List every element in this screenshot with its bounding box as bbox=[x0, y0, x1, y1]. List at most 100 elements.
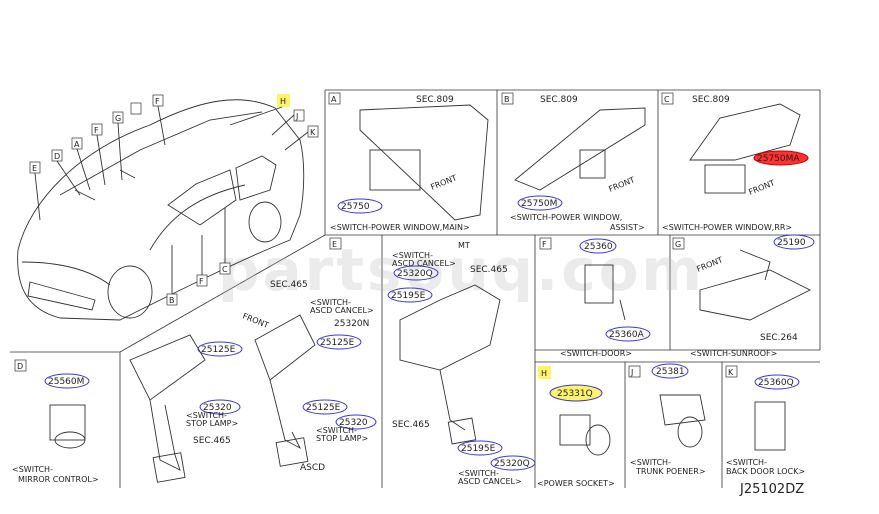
svg-text:25750MA: 25750MA bbox=[757, 154, 800, 164]
svg-text:25381: 25381 bbox=[656, 367, 685, 377]
svg-text:BACK DOOR LOCK>: BACK DOOR LOCK> bbox=[726, 467, 805, 476]
svg-text:SEC.809: SEC.809 bbox=[540, 95, 578, 105]
svg-text:<SWITCH-: <SWITCH- bbox=[458, 469, 499, 478]
svg-text:J: J bbox=[295, 112, 298, 121]
svg-text:<SWITCH-: <SWITCH- bbox=[392, 251, 433, 260]
vehicle-overview bbox=[17, 99, 305, 321]
svg-text:<SWITCH-POWER WINDOW,: <SWITCH-POWER WINDOW, bbox=[510, 213, 622, 222]
svg-text:25320Q: 25320Q bbox=[494, 459, 530, 469]
svg-text:E: E bbox=[332, 240, 337, 249]
svg-text:<SWITCH-: <SWITCH- bbox=[630, 458, 671, 467]
svg-text:25125E: 25125E bbox=[306, 403, 341, 413]
svg-text:ASSIST>: ASSIST> bbox=[610, 223, 645, 232]
svg-text:D: D bbox=[17, 362, 23, 371]
callout-j: J bbox=[271, 109, 305, 136]
callout-f2: F bbox=[152, 94, 166, 146]
section-e: E MT <SWITCH- ASCD CANCEL> 25320Q 25195E… bbox=[129, 237, 536, 486]
callout-b: B bbox=[166, 245, 178, 306]
diagram-code: J25102DZ bbox=[739, 482, 804, 497]
svg-text:<SWITCH-: <SWITCH- bbox=[726, 458, 767, 467]
svg-text:FRONT: FRONT bbox=[747, 178, 776, 197]
svg-text:FRONT: FRONT bbox=[241, 312, 270, 331]
svg-text:SEC.264: SEC.264 bbox=[760, 333, 798, 343]
svg-text:TRUNK POENER>: TRUNK POENER> bbox=[635, 467, 706, 476]
callout-f1: F bbox=[91, 123, 106, 186]
svg-text:K: K bbox=[728, 368, 734, 377]
callout-h: H bbox=[229, 94, 290, 126]
svg-text:F: F bbox=[199, 277, 204, 286]
section-b: B SEC.809 FRONT 25750M <SWITCH-POWER WIN… bbox=[501, 92, 646, 232]
svg-text:<POWER SOCKET>: <POWER SOCKET> bbox=[537, 479, 615, 488]
svg-text:SEC.465: SEC.465 bbox=[392, 420, 430, 430]
svg-text:F: F bbox=[542, 240, 547, 249]
svg-text:<SWITCH-SUNROOF>: <SWITCH-SUNROOF> bbox=[690, 349, 777, 358]
svg-text:25750M: 25750M bbox=[521, 199, 557, 209]
section-j: J 25381 <SWITCH- TRUNK POENER> bbox=[628, 363, 706, 476]
svg-text:D: D bbox=[54, 152, 60, 161]
svg-text:FRONT: FRONT bbox=[607, 175, 636, 194]
svg-text:25331Q: 25331Q bbox=[557, 389, 593, 399]
svg-text:SEC.809: SEC.809 bbox=[416, 95, 454, 105]
svg-text:ASCD CANCEL>: ASCD CANCEL> bbox=[458, 477, 522, 486]
svg-text:ASCD: ASCD bbox=[300, 463, 325, 473]
svg-text:A: A bbox=[331, 95, 337, 104]
svg-text:ASCD CANCEL>: ASCD CANCEL> bbox=[310, 306, 374, 315]
svg-text:25560M: 25560M bbox=[48, 377, 84, 387]
car-callouts: A B C D E F F F G J K H bbox=[29, 94, 319, 306]
svg-text:25195E: 25195E bbox=[391, 291, 426, 301]
svg-text:25190: 25190 bbox=[777, 238, 806, 248]
svg-text:<SWITCH-: <SWITCH- bbox=[316, 426, 357, 435]
callout-g: G bbox=[112, 111, 124, 181]
svg-text:E: E bbox=[32, 164, 37, 173]
svg-text:25320: 25320 bbox=[339, 418, 368, 428]
svg-text:<SWITCH-POWER WINDOW,RR>: <SWITCH-POWER WINDOW,RR> bbox=[662, 223, 792, 232]
svg-text:25320N: 25320N bbox=[334, 319, 369, 329]
svg-text:MT: MT bbox=[458, 241, 470, 250]
svg-text:STOP LAMP>: STOP LAMP> bbox=[316, 434, 368, 443]
grid-lines bbox=[10, 89, 821, 488]
svg-text:SEC.465: SEC.465 bbox=[470, 265, 508, 275]
callout-extra bbox=[130, 102, 142, 115]
svg-text:<SWITCH-: <SWITCH- bbox=[12, 465, 53, 474]
section-f: F 25360 25360A <SWITCH-DOOR> bbox=[539, 237, 651, 358]
svg-text:F: F bbox=[94, 126, 99, 135]
svg-text:C: C bbox=[664, 95, 670, 104]
svg-text:B: B bbox=[169, 296, 175, 305]
svg-text:G: G bbox=[115, 114, 121, 123]
svg-text:STOP LAMP>: STOP LAMP> bbox=[186, 419, 238, 428]
svg-text:25125E: 25125E bbox=[201, 345, 236, 355]
svg-text:SEC.465: SEC.465 bbox=[270, 280, 308, 290]
svg-text:F: F bbox=[155, 97, 160, 106]
watermark: partsouq.com bbox=[218, 236, 705, 304]
svg-text:G: G bbox=[675, 240, 681, 249]
section-c: C SEC.809 FRONT 25750MA <SWITCH-POWER WI… bbox=[661, 92, 809, 232]
svg-text:ASCD CANCEL>: ASCD CANCEL> bbox=[392, 259, 456, 268]
svg-text:<SWITCH-: <SWITCH- bbox=[310, 298, 351, 307]
callout-c: C bbox=[219, 208, 231, 275]
svg-text:FRONT: FRONT bbox=[429, 173, 458, 192]
section-h: H 25331Q <POWER SOCKET> bbox=[537, 366, 615, 488]
svg-text:25320Q: 25320Q bbox=[397, 269, 433, 279]
svg-text:H: H bbox=[280, 97, 286, 106]
svg-text:A: A bbox=[74, 140, 80, 149]
svg-text:<SWITCH-POWER WINDOW,MAIN>: <SWITCH-POWER WINDOW,MAIN> bbox=[330, 223, 470, 232]
svg-text:SEC.465: SEC.465 bbox=[193, 436, 231, 446]
svg-text:H: H bbox=[541, 369, 547, 378]
svg-text:B: B bbox=[504, 95, 510, 104]
section-k: K 25360Q <SWITCH- BACK DOOR LOCK> bbox=[725, 365, 805, 476]
svg-text:<SWITCH-: <SWITCH- bbox=[186, 411, 227, 420]
callout-a: A bbox=[71, 137, 91, 191]
callout-d: D bbox=[51, 149, 81, 196]
section-d: D 25560M <SWITCH- MIRROR CONTROL> bbox=[12, 359, 99, 484]
svg-text:25360Q: 25360Q bbox=[758, 378, 794, 388]
svg-text:25750: 25750 bbox=[341, 202, 370, 212]
callout-f3: F bbox=[196, 235, 208, 287]
svg-text:SEC.809: SEC.809 bbox=[692, 95, 730, 105]
callout-k: K bbox=[284, 125, 319, 151]
svg-text:25320: 25320 bbox=[203, 403, 232, 413]
svg-text:K: K bbox=[310, 128, 316, 137]
callout-e: E bbox=[29, 161, 41, 221]
svg-text:25360A: 25360A bbox=[609, 330, 645, 340]
svg-text:MIRROR CONTROL>: MIRROR CONTROL> bbox=[18, 475, 99, 484]
